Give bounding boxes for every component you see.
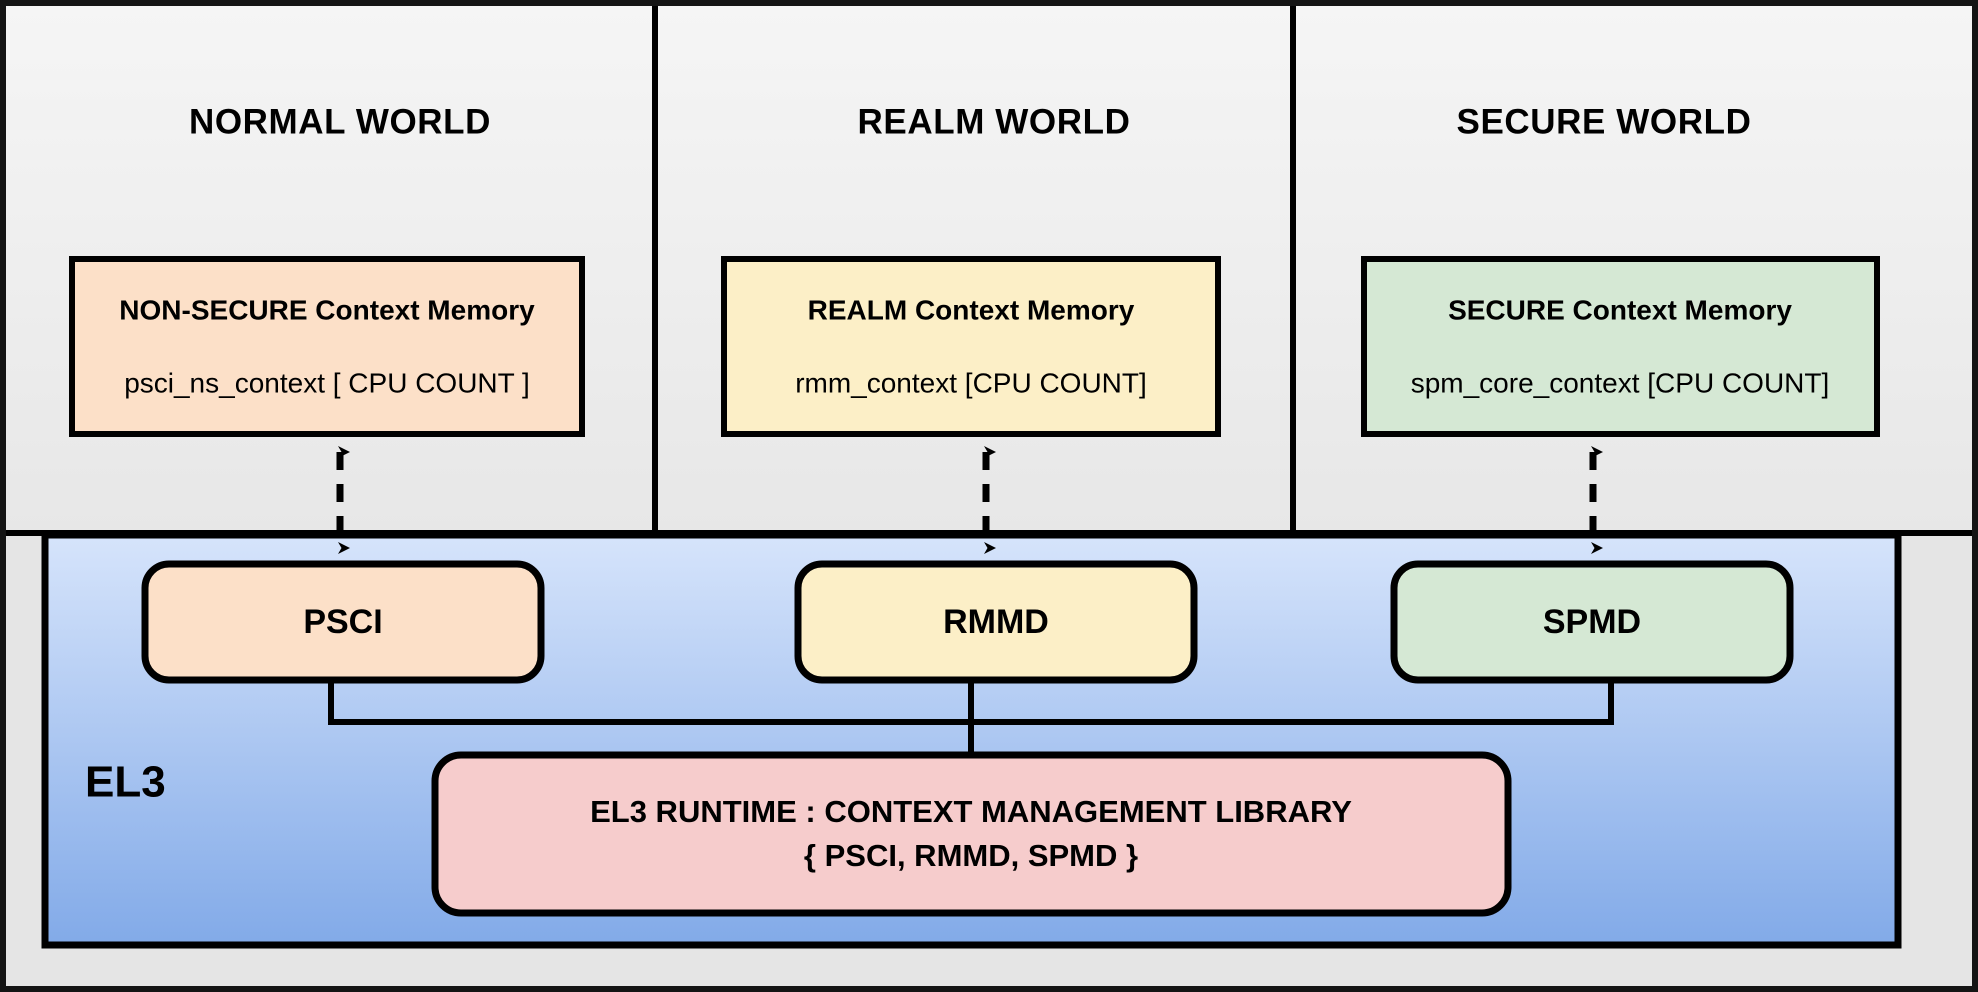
memory-box-title-secure: SECURE Context Memory xyxy=(1448,294,1792,325)
world-title-normal: NORMAL WORLD xyxy=(189,102,491,141)
memory-box-subtitle-secure: spm_core_context [CPU COUNT] xyxy=(1411,367,1830,398)
memory-box-realm: REALM Context Memory rmm_context [CPU CO… xyxy=(721,256,1221,437)
memory-box-non-secure: NON-SECURE Context Memory psci_ns_contex… xyxy=(69,256,585,437)
memory-box-secure: SECURE Context Memory spm_core_context [… xyxy=(1361,256,1880,437)
el3-label: EL3 xyxy=(85,758,166,807)
memory-box-subtitle-non-secure: psci_ns_context [ CPU COUNT ] xyxy=(124,367,530,398)
memory-box-title-non-secure: NON-SECURE Context Memory xyxy=(119,294,535,325)
dispatcher-label-rmmd: RMMD xyxy=(943,603,1049,641)
el3-runtime-library-box[interactable]: EL3 RUNTIME : CONTEXT MANAGEMENT LIBRARY… xyxy=(431,751,1512,917)
dispatcher-box-psci[interactable]: PSCI xyxy=(141,560,545,684)
dispatcher-box-spmd[interactable]: SPMD xyxy=(1390,560,1794,684)
world-title-secure: SECURE WORLD xyxy=(1457,102,1752,141)
dispatcher-label-spmd: SPMD xyxy=(1543,603,1641,641)
connector-bus-dispatchers-to-runtime xyxy=(328,680,1614,755)
memory-box-title-realm: REALM Context Memory xyxy=(808,294,1135,325)
el3-runtime-library-line1: EL3 RUNTIME : CONTEXT MANAGEMENT LIBRARY xyxy=(590,794,1352,829)
memory-box-subtitle-realm: rmm_context [CPU COUNT] xyxy=(795,367,1147,398)
dispatcher-box-rmmd[interactable]: RMMD xyxy=(794,560,1198,684)
el3-runtime-library-line2: { PSCI, RMMD, SPMD } xyxy=(804,838,1138,873)
world-title-realm: REALM WORLD xyxy=(858,102,1131,141)
dispatcher-label-psci: PSCI xyxy=(303,603,382,641)
